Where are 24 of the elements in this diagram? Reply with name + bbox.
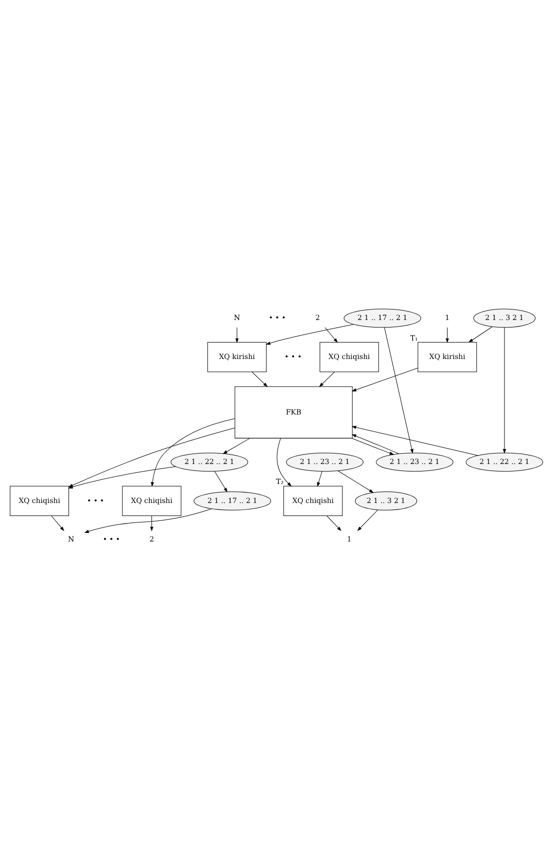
arrow	[150, 515, 154, 531]
arrow	[324, 326, 338, 342]
arrow	[352, 437, 394, 454]
arrow	[326, 515, 342, 531]
arrow	[150, 418, 236, 486]
arrow	[357, 509, 378, 531]
arrow	[317, 470, 322, 486]
arrow	[352, 425, 478, 456]
arrow	[502, 326, 506, 454]
arrow	[352, 434, 400, 454]
arrow	[319, 371, 335, 387]
arrow	[235, 326, 239, 342]
arrow	[352, 367, 418, 391]
arrow	[384, 326, 414, 454]
arrow	[51, 515, 64, 531]
arrow	[468, 326, 493, 342]
arrow	[446, 326, 449, 342]
arrow	[266, 324, 354, 344]
arrow	[214, 470, 228, 492]
arrow	[276, 437, 292, 486]
arrow	[84, 508, 212, 532]
arrow	[252, 371, 268, 386]
arrow	[222, 438, 250, 454]
arrow	[338, 470, 374, 492]
